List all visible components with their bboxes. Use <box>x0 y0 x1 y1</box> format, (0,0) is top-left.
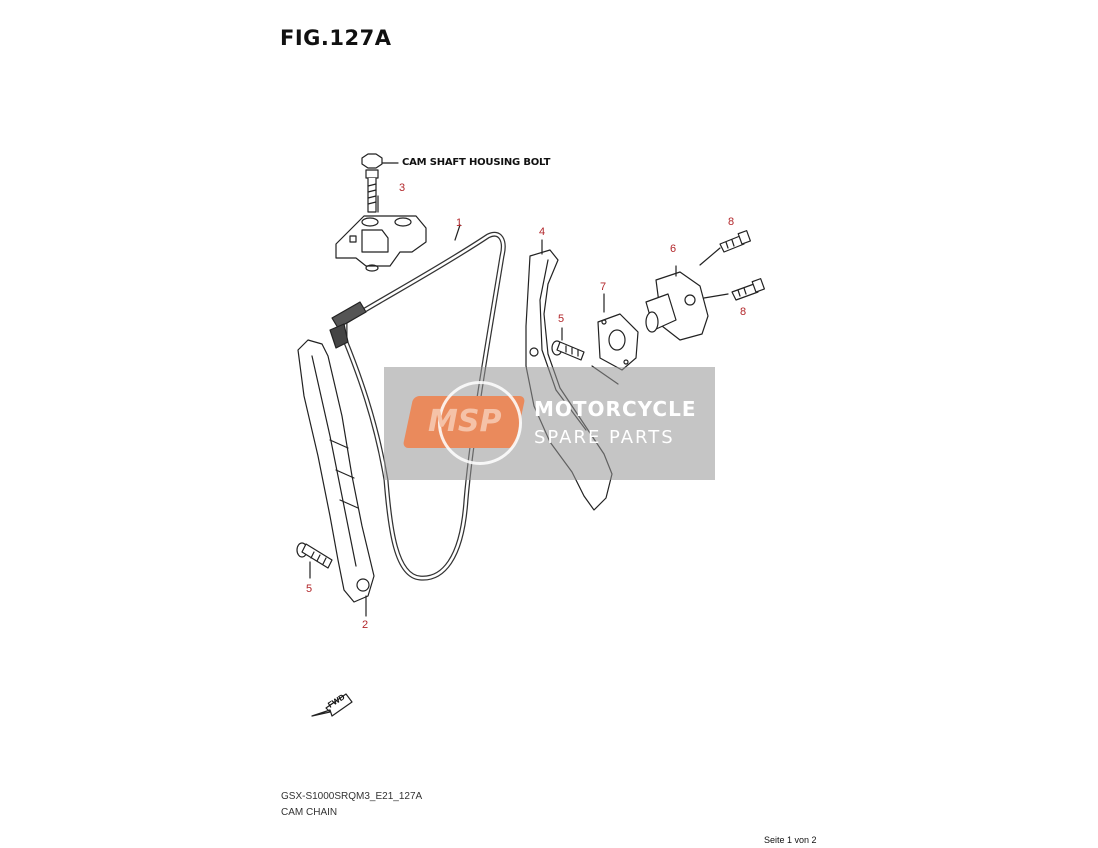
globe-icon <box>438 381 522 465</box>
diagram-code: GSX-S1000SRQM3_E21_127A <box>281 791 423 802</box>
watermark-line-1: MOTORCYCLE <box>534 397 697 421</box>
watermark-logo-text: MSP <box>428 404 502 439</box>
callout-7: 7 <box>600 281 607 293</box>
part-8-screw-lower <box>731 278 766 301</box>
diagram-name: CAM CHAIN <box>281 807 338 818</box>
callout-5-lower: 5 <box>306 583 313 595</box>
part-5-bolt-lower <box>296 542 333 579</box>
watermark-overlay: MSP MOTORCYCLE SPARE PARTS <box>384 367 715 480</box>
bolt-label: CAM SHAFT HOUSING BOLT <box>402 157 551 168</box>
callout-6: 6 <box>670 243 677 255</box>
part-1-cam-chain <box>329 224 506 581</box>
part-6-tensioner <box>645 247 729 341</box>
callout-5-upper: 5 <box>558 313 565 325</box>
watermark-line-2: SPARE PARTS <box>534 427 675 448</box>
part-3-housing <box>335 195 427 272</box>
callout-8-lower: 8 <box>740 306 747 318</box>
callout-2: 2 <box>362 619 369 631</box>
callout-1: 1 <box>456 217 463 229</box>
fwd-arrow <box>311 693 353 717</box>
part-7-gasket <box>597 293 639 371</box>
camshaft-housing-bolt <box>361 153 399 213</box>
page-indicator: Seite 1 von 2 <box>764 835 817 845</box>
callout-8-upper: 8 <box>728 216 735 228</box>
part-8-screw-upper <box>719 230 752 253</box>
figure-title: FIG.127A <box>280 26 392 50</box>
callout-4: 4 <box>539 226 546 238</box>
callout-3: 3 <box>399 182 406 194</box>
part-2-guide <box>297 339 375 617</box>
